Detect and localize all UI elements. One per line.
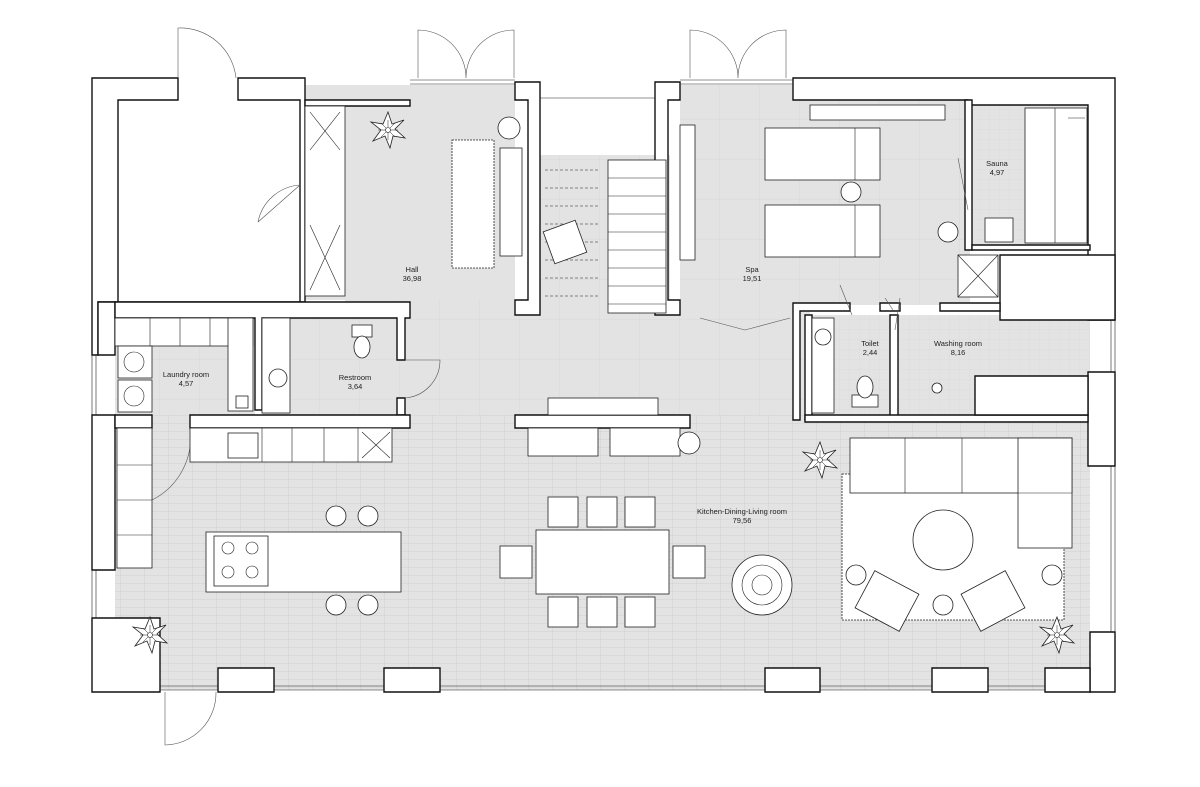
washing-label: Washing room [934,339,982,348]
hall-area: 36,98 [403,274,422,283]
spa-label: Spa [745,265,759,274]
hall-label: Hall [406,265,419,274]
spa-area: 19,51 [743,274,762,283]
laundry-area: 4,57 [179,379,194,388]
restroom-label: Restroom [339,373,372,382]
spa-floor [680,85,970,305]
sauna-label: Sauna [986,159,1009,168]
toilet-fixtures [811,317,943,414]
walls [91,77,1116,693]
windows [91,79,1116,691]
dining-set [499,496,706,628]
washing-area: 8,16 [951,348,966,357]
doors [151,27,969,746]
sauna-area: 4,97 [990,168,1005,177]
round-rug [731,554,793,616]
living-furniture [841,437,1073,632]
toilet-area: 2,44 [863,348,878,357]
restroom-fixtures [261,317,373,414]
kitchen-area: 79,56 [733,516,752,525]
toilet-label: Toilet [861,339,879,348]
kitchen-furniture [116,397,701,616]
stove-icon [213,535,269,587]
corridor-floor [345,300,810,415]
staircase [542,159,667,314]
laundry-fixtures [114,317,254,413]
hall-furniture [304,105,523,297]
laundry-label: Laundry room [163,370,209,379]
kitchen-label: Kitchen-Dining-Living room [697,507,787,516]
sauna-furniture [957,107,1088,298]
spa-furniture [679,104,959,261]
room-labels: Hall 36,98 Spa 19,51 Sauna 4,97 Toilet 2… [163,159,1009,525]
restroom-area: 3,64 [348,382,363,391]
